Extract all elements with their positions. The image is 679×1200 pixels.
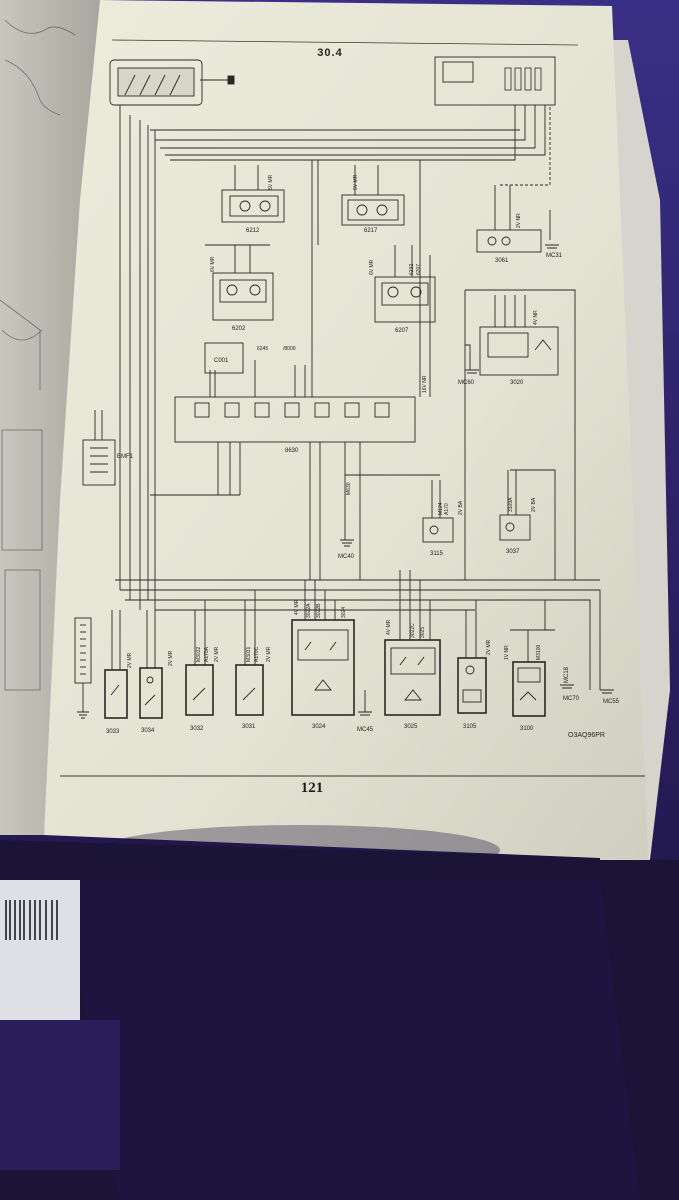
pins-3100: 1V NR (504, 645, 510, 660)
component-3034 (139, 610, 163, 719)
label-3020: 3020 (510, 380, 524, 386)
component-BMF1 (82, 410, 116, 486)
pins-6207: 6V MR (369, 259, 375, 275)
pins-6217: 5V MR (353, 174, 359, 190)
section-number: 30.4 (317, 47, 343, 59)
component-left-strip (74, 617, 92, 719)
header-rule (111, 39, 579, 46)
left-page (0, 0, 100, 835)
label-3115: 3115 (430, 551, 444, 557)
pins-3025: 4V MR (386, 619, 392, 635)
figure-reference: O3AQ96PR (568, 732, 605, 739)
wire-3022a: 3022A (306, 603, 312, 618)
wire-a170a: A170A (204, 646, 210, 662)
component-3100 (510, 600, 555, 717)
label-C001: C001 (214, 358, 229, 364)
wire-m124: M124 (438, 502, 444, 515)
wire-m3100: M3100 (536, 644, 542, 660)
wire-3024: 3024 (341, 607, 347, 618)
label-8630: 8630 (285, 448, 299, 454)
label-mc18: MC18 (564, 666, 570, 683)
component-C001 (204, 342, 244, 374)
pins-3105: 2V MR (486, 639, 492, 655)
barcode-label (0, 880, 120, 1170)
page-number: 121 (300, 780, 324, 796)
connector-top-left (109, 59, 235, 106)
left-page-drawings (0, 19, 76, 691)
component-3115 (345, 474, 454, 543)
wire-3022b: 3022B (316, 603, 322, 618)
component-3024 (291, 580, 372, 716)
component-3032 (185, 600, 214, 716)
label-3025: 3025 (404, 724, 418, 730)
lower-object (60, 880, 640, 1200)
wire-3022c: 3022C (410, 623, 416, 638)
pins-3032: 2V MR (214, 646, 220, 662)
wire-3025: 3025 (420, 627, 426, 638)
component-3020 (464, 289, 576, 580)
pins-3033: 2V MR (127, 652, 133, 668)
component-3025 (384, 570, 441, 716)
component-3061 (476, 105, 551, 253)
diagram-labels: 6212 6217 6202 6207 3061 3020 C001 8630 … (106, 174, 620, 735)
label-6202: 6202 (232, 326, 246, 332)
component-8630 (174, 159, 431, 580)
wire-a170: A170 (444, 503, 450, 515)
component-6217 (341, 165, 405, 226)
pins-6212: 5V MR (268, 174, 274, 190)
label-6217: 6217 (364, 228, 378, 234)
wire-8000: /8000 (283, 346, 296, 352)
pins-3037: 2V BA (531, 497, 537, 512)
label-3105: 3105 (463, 724, 477, 730)
component-3037 (499, 469, 556, 580)
pins-3115: 2V BA (458, 500, 464, 515)
pins-8630: 16V NR (422, 375, 428, 393)
wire-m3031: M3031 (246, 646, 252, 662)
wire-6232: 6232 (409, 264, 415, 275)
label-3037: 3037 (506, 549, 520, 555)
main-page (44, 0, 648, 860)
label-3033: 3033 (106, 729, 120, 735)
wire-6207: 6207 (416, 264, 422, 275)
label-3024: 3024 (312, 724, 326, 730)
ground-symbols (340, 244, 614, 694)
component-3105 (457, 600, 487, 714)
component-6202 (205, 244, 274, 321)
label-mc70: MC70 (563, 696, 580, 702)
connector-top-right (434, 56, 556, 106)
label-3034: 3034 (141, 728, 155, 734)
pins-3031: 2V MR (266, 646, 272, 662)
label-3061: 3061 (495, 258, 509, 264)
label-mc40: MC40 (338, 554, 355, 560)
wire-a170c: A170C (254, 646, 260, 662)
pins-6202: 6V MR (210, 256, 216, 272)
pins-3024: 4V MR (294, 599, 300, 615)
label-mc60: MC60 (458, 380, 475, 386)
component-3033 (104, 610, 128, 719)
label-mc45: MC45 (357, 727, 374, 733)
component-3031 (235, 590, 264, 716)
wire-6245: 6245 (257, 346, 268, 352)
label-3032: 3032 (190, 726, 204, 732)
pins-3020: 4V NR (533, 310, 539, 325)
label-6212: 6212 (246, 228, 260, 234)
shadow-overlay (100, 825, 500, 875)
label-mc31: MC31 (546, 253, 563, 259)
label-BMF1: BMF1 (117, 454, 134, 460)
wire-m3032: M3032 (196, 646, 202, 662)
label-3100: 3100 (520, 726, 534, 732)
label-6207: 6207 (395, 328, 409, 334)
component-6212 (221, 165, 285, 223)
wire-m630: M630 (346, 482, 352, 495)
label-mc55: MC55 (603, 699, 620, 705)
wire-3109a: 3109A (508, 497, 514, 512)
wiring-diagram (74, 56, 614, 719)
component-6207 (374, 245, 436, 323)
pins-3034: 2V MR (168, 650, 174, 666)
label-3031: 3031 (242, 724, 256, 730)
pins-3061: 2V NR (516, 213, 522, 228)
